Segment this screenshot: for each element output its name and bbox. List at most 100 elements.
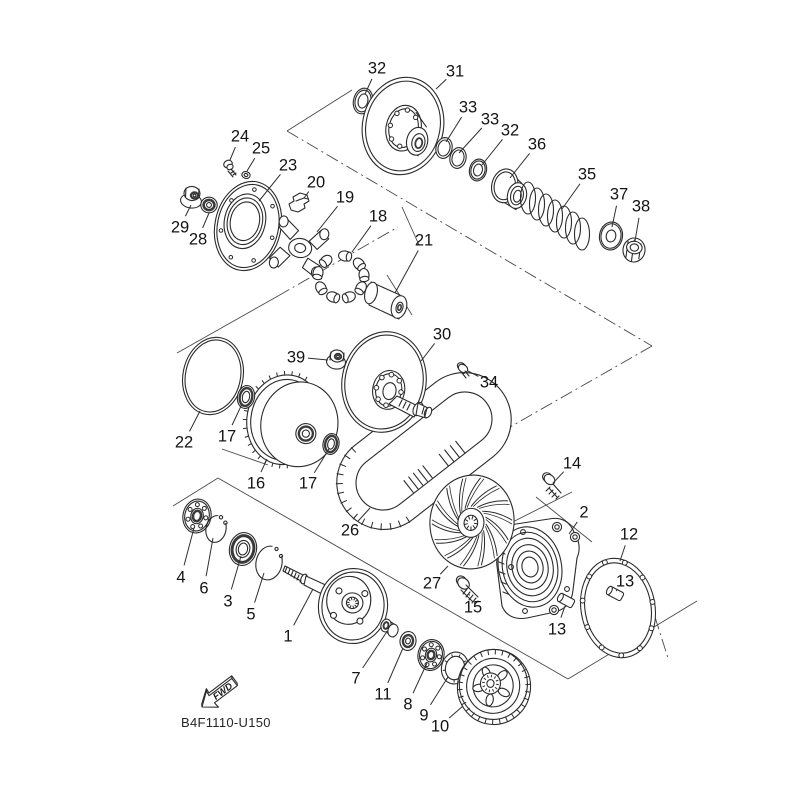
part-38-nut [622,237,646,263]
part-13-pin-a [556,592,576,609]
part-17-seal-a [236,385,256,409]
callout-11: 11 [374,686,391,704]
callout-12: 12 [620,526,638,544]
callout-leader-24 [229,146,236,161]
callout-28: 28 [189,231,207,249]
callout-leader-37 [611,205,617,228]
callout-leader-9 [429,676,449,706]
callout-38: 38 [632,198,650,216]
part-18-rollers [312,250,370,304]
callout-leader-12 [619,545,626,562]
callout-2: 2 [579,504,588,522]
callout-leader-23 [258,174,281,202]
callout-leader-32 [364,78,373,95]
callout-39: 39 [287,349,305,367]
callout-25: 25 [252,140,270,158]
callout-leader-2 [568,521,578,535]
clutch-spline [482,674,499,693]
callout-1: 1 [283,628,292,646]
part-27-fan [429,474,515,570]
callouts-layer: 1234567891011121313141516171718192021222… [171,60,650,736]
part-1-shaft-drum [282,565,389,644]
callout-leader-39 [307,357,329,361]
callout-6: 6 [199,580,208,598]
callout-31: 31 [446,63,464,81]
callout-33: 33 [481,111,499,129]
callout-26: 26 [341,522,359,540]
callout-7: 7 [351,670,360,688]
callout-leader-31 [435,78,447,90]
drawing-code: B4F1110-U150 [181,715,271,730]
fan-blades [431,477,513,567]
callout-leader-25 [246,157,256,172]
callout-leader-34 [467,370,479,377]
bearing-balls [185,502,209,530]
callout-8: 8 [403,696,412,714]
callout-leader-3 [230,555,242,590]
callout-leader-33 [445,116,463,143]
part-33-oring-b [449,147,467,169]
part-24-screw [223,159,237,178]
callout-13: 13 [616,573,634,591]
callout-29: 29 [171,219,189,237]
fan-spline [464,515,478,531]
gasket-holes [579,559,656,659]
part-5-circlip [255,540,288,581]
part-10-clutch [456,648,532,726]
callout-21: 21 [415,232,433,250]
part-28-washer [200,196,218,214]
clutch-rim-hatch [457,649,531,725]
callout-leader-27 [439,565,449,575]
callout-32: 32 [368,60,386,78]
callout-leader-4 [183,527,195,566]
callout-14: 14 [563,455,581,473]
callout-10: 10 [431,718,449,736]
callout-4: 4 [176,569,185,587]
part-34-bolt [456,362,470,379]
callout-leader-1 [293,588,314,626]
callout-leader-20 [303,191,310,199]
callout-20: 20 [307,174,325,192]
callout-18: 18 [369,208,387,226]
part-21-collar [363,281,408,320]
callout-23: 23 [279,157,297,175]
part-16-sheave [242,371,339,469]
part-23-plate [213,180,283,272]
callout-13: 13 [548,621,566,639]
part-30-sheave-shaft [341,331,433,433]
part-4-bearing [182,498,212,534]
part-29-nut [180,185,202,209]
part-11-washer [399,630,417,652]
callout-leader-17 [313,448,330,474]
callout-leader-6 [205,537,214,577]
callout-34: 34 [480,374,498,392]
part-3-ring [228,532,258,566]
callout-16: 16 [247,475,265,493]
part-7-collar [380,618,399,638]
part-35-spring [519,181,591,251]
callout-leader-14 [552,471,565,484]
part-8-bearing [417,639,445,671]
callout-leader-33 [458,127,483,154]
callout-27: 27 [423,575,441,593]
callout-leader-19 [316,206,338,233]
callout-leader-36 [509,153,530,179]
callout-leader-22 [189,410,201,432]
callout-22: 22 [175,434,193,452]
callout-leader-30 [420,343,436,362]
belt-groove-marks [403,440,466,493]
part-39-nut [325,349,347,370]
part-17-seal-b [322,433,340,455]
callout-leader-16 [260,458,268,473]
callout-leader-21 [394,250,419,294]
callout-5: 5 [246,606,255,624]
callout-33: 33 [459,99,477,117]
callout-leader-13 [615,589,618,592]
callout-leader-13 [560,605,566,618]
callout-leader-28 [202,212,210,229]
part-6-circlip [205,509,232,543]
part-2-cover [496,517,581,620]
callout-leader-35 [561,183,581,210]
